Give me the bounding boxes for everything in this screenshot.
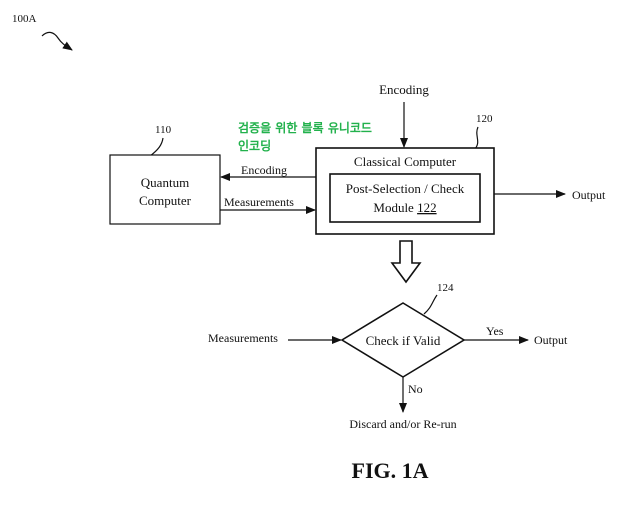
decision-output-label: Output [534, 333, 568, 347]
quantum-computer-box [109, 154, 221, 225]
hollow-down-arrow [390, 240, 422, 284]
classical-computer-ref-leader [473, 126, 479, 151]
decision-input-label: Measurements [208, 331, 278, 345]
annotation-line-2: 인코딩 [238, 138, 271, 153]
yes-label: Yes [486, 324, 504, 338]
encoding-left-label: Encoding [241, 163, 287, 177]
post-selection-module-label-line-2: Module 122 [373, 200, 436, 215]
measurements-qc-label: Measurements [224, 195, 294, 209]
no-label: No [408, 382, 423, 396]
post-selection-module-label-prefix: Module [373, 200, 417, 215]
quantum-computer-label-line-1: Quantum [141, 175, 189, 190]
quantum-computer-ref: 110 [155, 124, 172, 136]
decision-ref: 124 [437, 282, 454, 294]
post-selection-module-box [329, 173, 481, 223]
post-selection-module-ref: 122 [417, 200, 437, 215]
figure-ref-label: 100A [12, 13, 37, 25]
quantum-computer-ref-leader [149, 137, 164, 157]
figure-caption: FIG. 1A [352, 458, 429, 483]
decision-ref-leader [423, 294, 438, 315]
discard-rerun-label: Discard and/or Re-run [349, 417, 456, 431]
post-selection-module-label-line-1: Post-Selection / Check [346, 181, 465, 196]
classical-computer-title: Classical Computer [354, 154, 457, 169]
quantum-computer-label-line-2: Computer [139, 193, 192, 208]
classical-output-label: Output [572, 188, 606, 202]
check-if-valid-label: Check if Valid [366, 333, 441, 348]
encoding-top-label: Encoding [379, 82, 429, 97]
classical-computer-ref: 120 [476, 113, 493, 125]
annotation-line-1: 검증을 위한 블록 유니코드 [238, 120, 372, 135]
figure-ref-squiggle-arrow [41, 31, 73, 51]
